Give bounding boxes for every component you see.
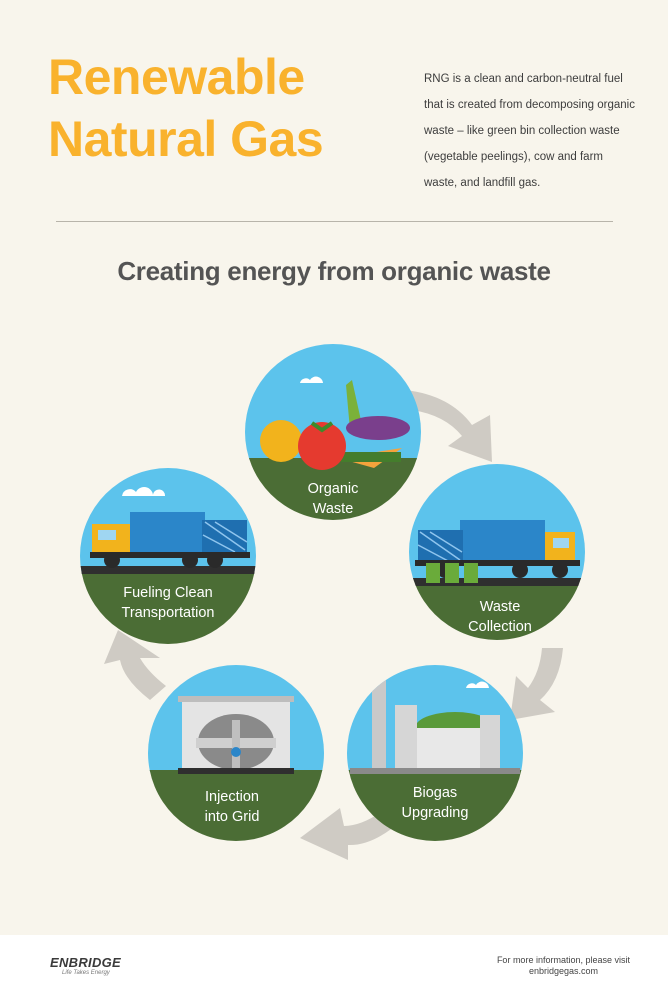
page-title: Renewable Natural Gas <box>48 46 324 170</box>
step-label: Biogas <box>413 785 457 801</box>
step-label: Transportation <box>122 605 215 621</box>
step-label: Fueling Clean <box>123 585 212 601</box>
step-fueling-clean-transportation: Fueling Clean Transportation <box>80 468 256 644</box>
logo-tagline: Life Takes Energy <box>62 970 110 976</box>
logo-wordmark: ENBRIDGE <box>50 955 122 970</box>
divider <box>56 221 613 222</box>
garbage-truck-icon <box>90 487 250 568</box>
step-label: Injection <box>205 789 259 805</box>
title-line-1: Renewable <box>48 49 305 105</box>
arrow-icon <box>104 630 166 700</box>
enbridge-logo: ENBRIDGE Life Takes Energy <box>50 955 121 976</box>
cycle-arrows <box>104 390 563 860</box>
vegetables-icon <box>260 376 410 470</box>
intro-text: RNG is a clean and carbon-neutral fuel t… <box>424 73 635 189</box>
arrow-icon <box>300 808 400 860</box>
step-label: Waste <box>480 599 521 615</box>
step-label: Waste <box>313 501 354 517</box>
step-label: into Grid <box>205 809 260 825</box>
biogas-plant-icon <box>350 665 520 774</box>
process-cycle-diagram: Organic Waste Waste Colle <box>0 330 668 870</box>
title-line-2: Natural Gas <box>48 111 324 167</box>
step-organic-waste: Organic Waste <box>245 344 421 520</box>
step-injection-into-grid: Injection into Grid <box>148 665 324 841</box>
arrow-icon <box>510 648 563 720</box>
step-waste-collection: Waste Collection <box>409 464 585 640</box>
garbage-truck-icon <box>415 520 580 583</box>
step-label: Upgrading <box>402 805 469 821</box>
footer: ENBRIDGE Life Takes Energy For more info… <box>0 935 668 1000</box>
step-label: Collection <box>468 619 532 635</box>
injection-facility-icon <box>178 696 294 774</box>
arrow-icon <box>405 390 492 462</box>
step-biogas-upgrading: Biogas Upgrading <box>347 665 523 841</box>
footer-info: For more information, please visit enbri… <box>497 955 630 977</box>
step-label: Organic <box>308 481 359 497</box>
section-subtitle: Creating energy from organic waste <box>117 256 551 286</box>
footer-link[interactable]: enbridgegas.com <box>528 966 598 976</box>
footer-info-line: For more information, please visit <box>496 955 630 965</box>
